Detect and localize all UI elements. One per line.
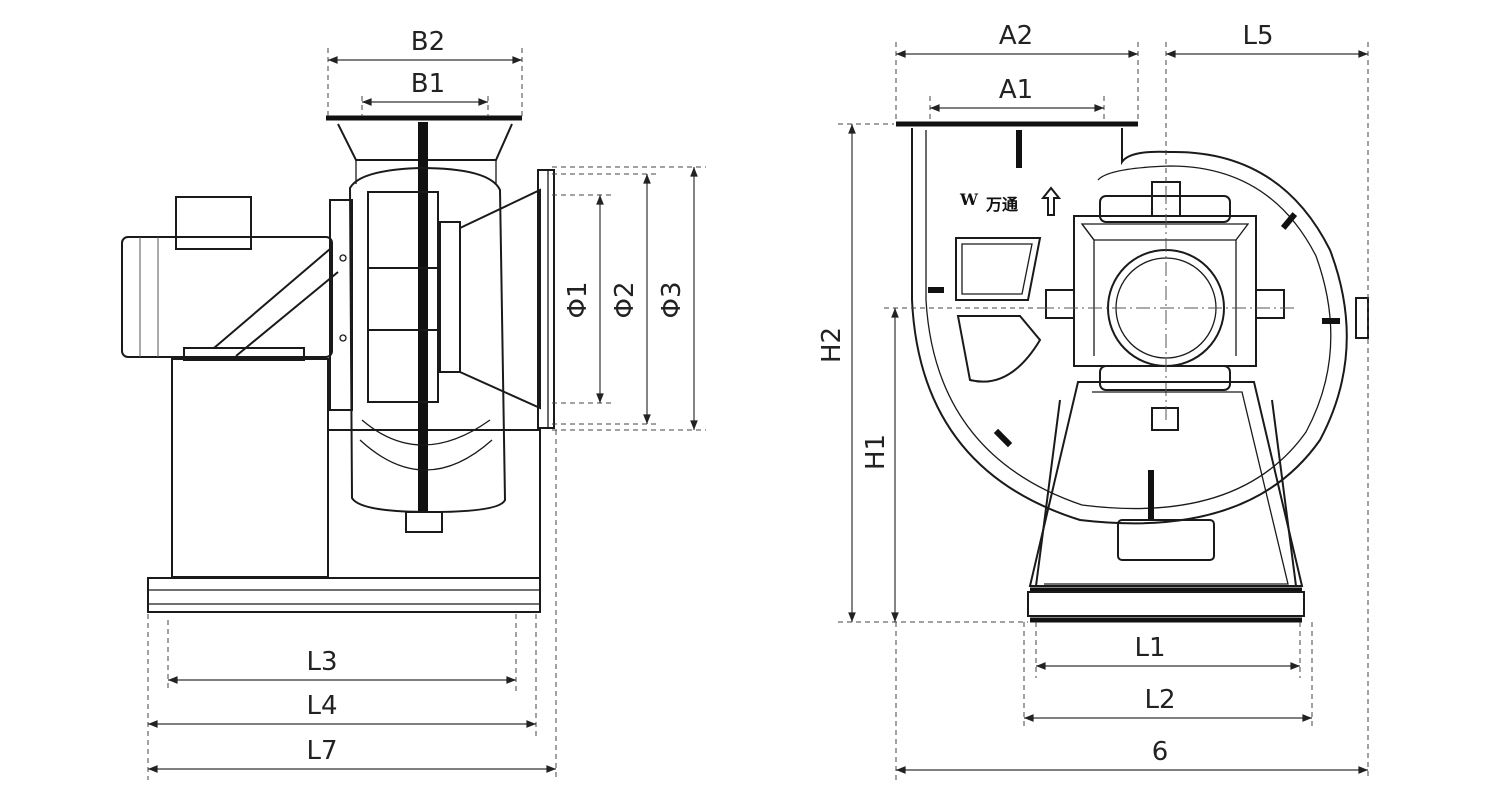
front-view: W 万通 — [817, 21, 1369, 780]
label-h1: H1 — [861, 434, 891, 470]
label-d3: Φ3 — [657, 281, 687, 318]
label-l3: L3 — [306, 647, 337, 677]
label-l2: L2 — [1144, 685, 1175, 715]
dim-b1: B1 — [361, 69, 489, 116]
dim-a2: A2 — [895, 21, 1139, 120]
label-d1: Φ1 — [563, 281, 593, 318]
dim-diameters: Φ1 Φ2 Φ3 — [552, 166, 706, 431]
dim-l5: L5 — [1165, 21, 1369, 780]
label-b2: B2 — [411, 27, 445, 57]
logo-mark: W — [959, 190, 979, 209]
motor — [121, 196, 333, 358]
dim-a1: A1 — [929, 75, 1105, 120]
housing-windows — [955, 237, 1042, 383]
dim-bottom-side: L3 L4 L7 — [147, 430, 557, 780]
label-b1: B1 — [411, 69, 445, 99]
label-l4: L4 — [306, 691, 337, 721]
dim-b2: B2 — [327, 27, 523, 116]
brand-logo: W 万通 — [959, 186, 1062, 216]
logo-text: 万通 — [985, 195, 1018, 214]
inlet-cone — [459, 169, 555, 429]
pedestal — [171, 248, 339, 578]
support-frame — [1027, 381, 1305, 623]
label-l5: L5 — [1242, 21, 1273, 51]
base-rail — [147, 429, 541, 613]
label-a2: A2 — [999, 21, 1033, 51]
motor-mount — [1040, 181, 1296, 431]
side-view: B2 B1 Φ1 Φ2 Φ3 — [121, 27, 706, 780]
outlet-flange — [326, 115, 522, 512]
label-l1: L1 — [1134, 633, 1165, 663]
label-d2: Φ2 — [610, 281, 640, 318]
label-a1: A1 — [999, 75, 1033, 105]
label-l7: L7 — [306, 736, 337, 766]
label-l6: 6 — [1152, 737, 1169, 767]
dim-bottom-front: L1 L2 6 — [895, 622, 1368, 780]
scroll-housing — [896, 121, 1369, 525]
label-h2: H2 — [817, 327, 847, 363]
fan-housing — [329, 166, 507, 533]
dim-heights: H2 H1 — [817, 123, 1044, 623]
